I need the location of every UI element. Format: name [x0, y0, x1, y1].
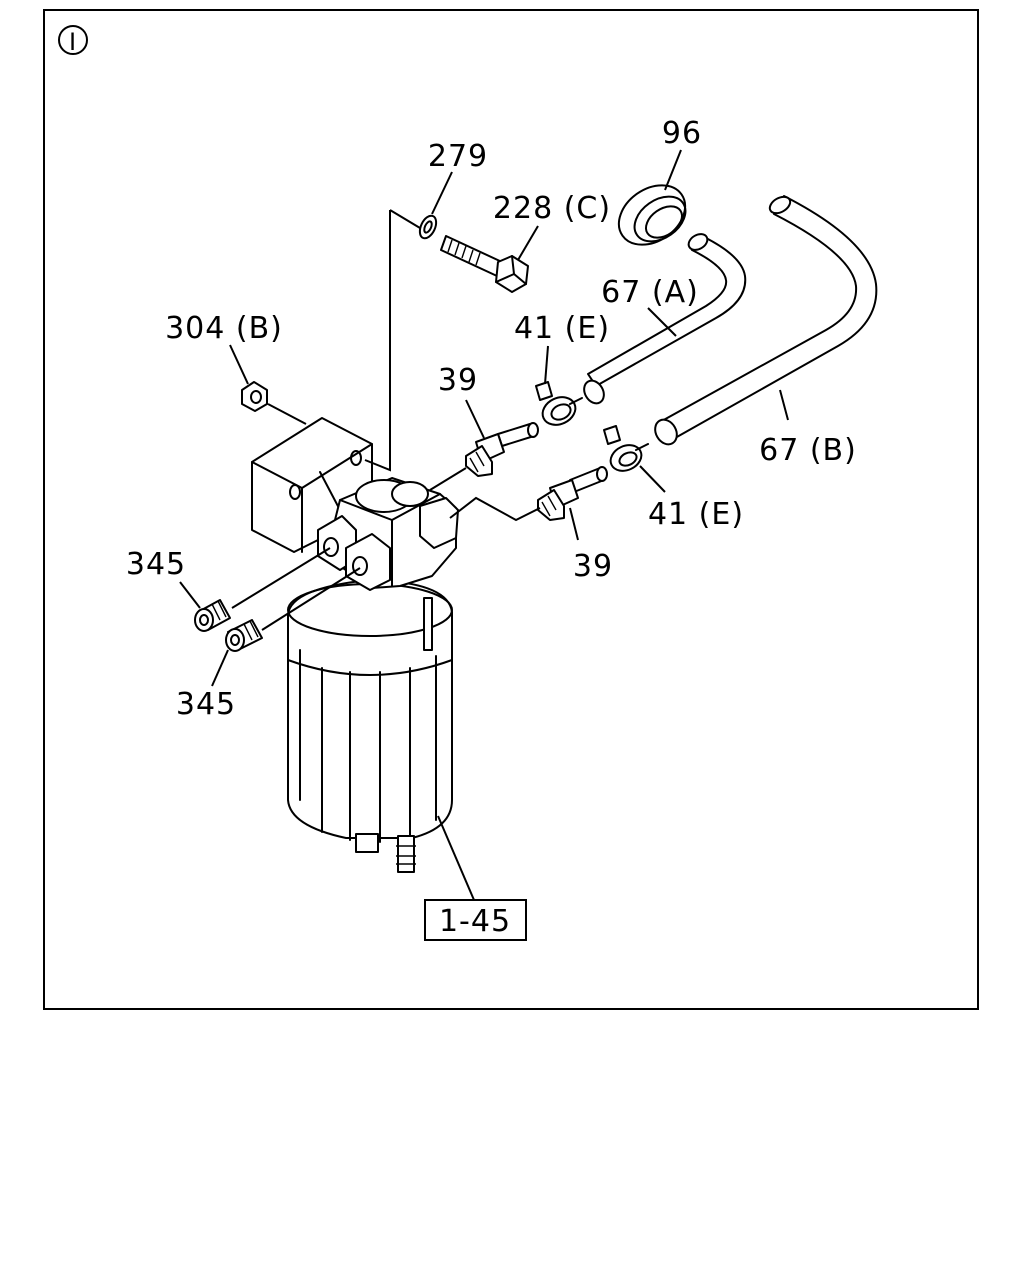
hose-67b	[654, 195, 878, 446]
label-96: 96	[662, 116, 702, 151]
leader-345-lower	[211, 649, 229, 687]
assembly-line-279	[389, 209, 421, 229]
leader-67b	[779, 389, 789, 421]
label-228-c: 228 (C)	[493, 191, 611, 226]
plug-345-lower	[225, 619, 263, 652]
plug-345-upper	[194, 599, 231, 632]
bolt-228	[440, 235, 529, 293]
fitting-39-upper	[465, 422, 539, 477]
label-345-lower: 345	[176, 687, 236, 722]
hose-67a	[583, 233, 747, 405]
label-41-e-upper: 41 (E)	[514, 311, 610, 346]
label-1-45: 1-45	[439, 904, 511, 939]
filter-bowl	[287, 579, 453, 873]
leader-41-upper	[544, 345, 549, 385]
leader-39-lower	[569, 507, 579, 541]
label-345-upper: 345	[126, 547, 186, 582]
diagram-frame	[43, 9, 979, 1010]
label-67-a: 67 (A)	[601, 275, 699, 310]
assembly-line-bolt	[364, 210, 391, 472]
label-304-b: 304 (B)	[165, 311, 283, 346]
leader-304	[229, 344, 249, 385]
label-67-b: 67 (B)	[759, 433, 857, 468]
assembly-line-304	[267, 403, 307, 425]
leader-279	[431, 171, 453, 215]
assembly-line-39-upper	[429, 467, 467, 491]
assembly-line-345-lower	[261, 567, 361, 631]
leader-96	[664, 149, 682, 191]
leader-345-upper	[179, 581, 201, 609]
washer-279	[418, 214, 438, 240]
ring-96	[617, 184, 687, 246]
label-39-lower: 39	[573, 549, 613, 584]
label-279: 279	[428, 139, 488, 174]
view-marker-text: I	[69, 28, 77, 56]
leader-39-upper	[465, 399, 485, 439]
assembly-line-345-upper	[231, 547, 331, 609]
view-marker: I	[58, 25, 88, 56]
label-41-e-lower: 41 (E)	[648, 497, 744, 532]
assembly-line-39-lower	[449, 496, 541, 522]
clip-41-lower	[603, 425, 649, 472]
leader-67a	[647, 307, 677, 337]
leader-41-lower	[639, 465, 666, 493]
leader-228	[517, 225, 539, 261]
leader-1-45	[437, 815, 475, 901]
nut-304	[241, 381, 268, 412]
assembly-ref-box: 1-45	[424, 899, 527, 941]
clip-41-upper	[535, 381, 583, 426]
label-39-upper: 39	[438, 363, 478, 398]
fitting-39-lower	[537, 466, 608, 521]
filter-head	[317, 477, 459, 591]
